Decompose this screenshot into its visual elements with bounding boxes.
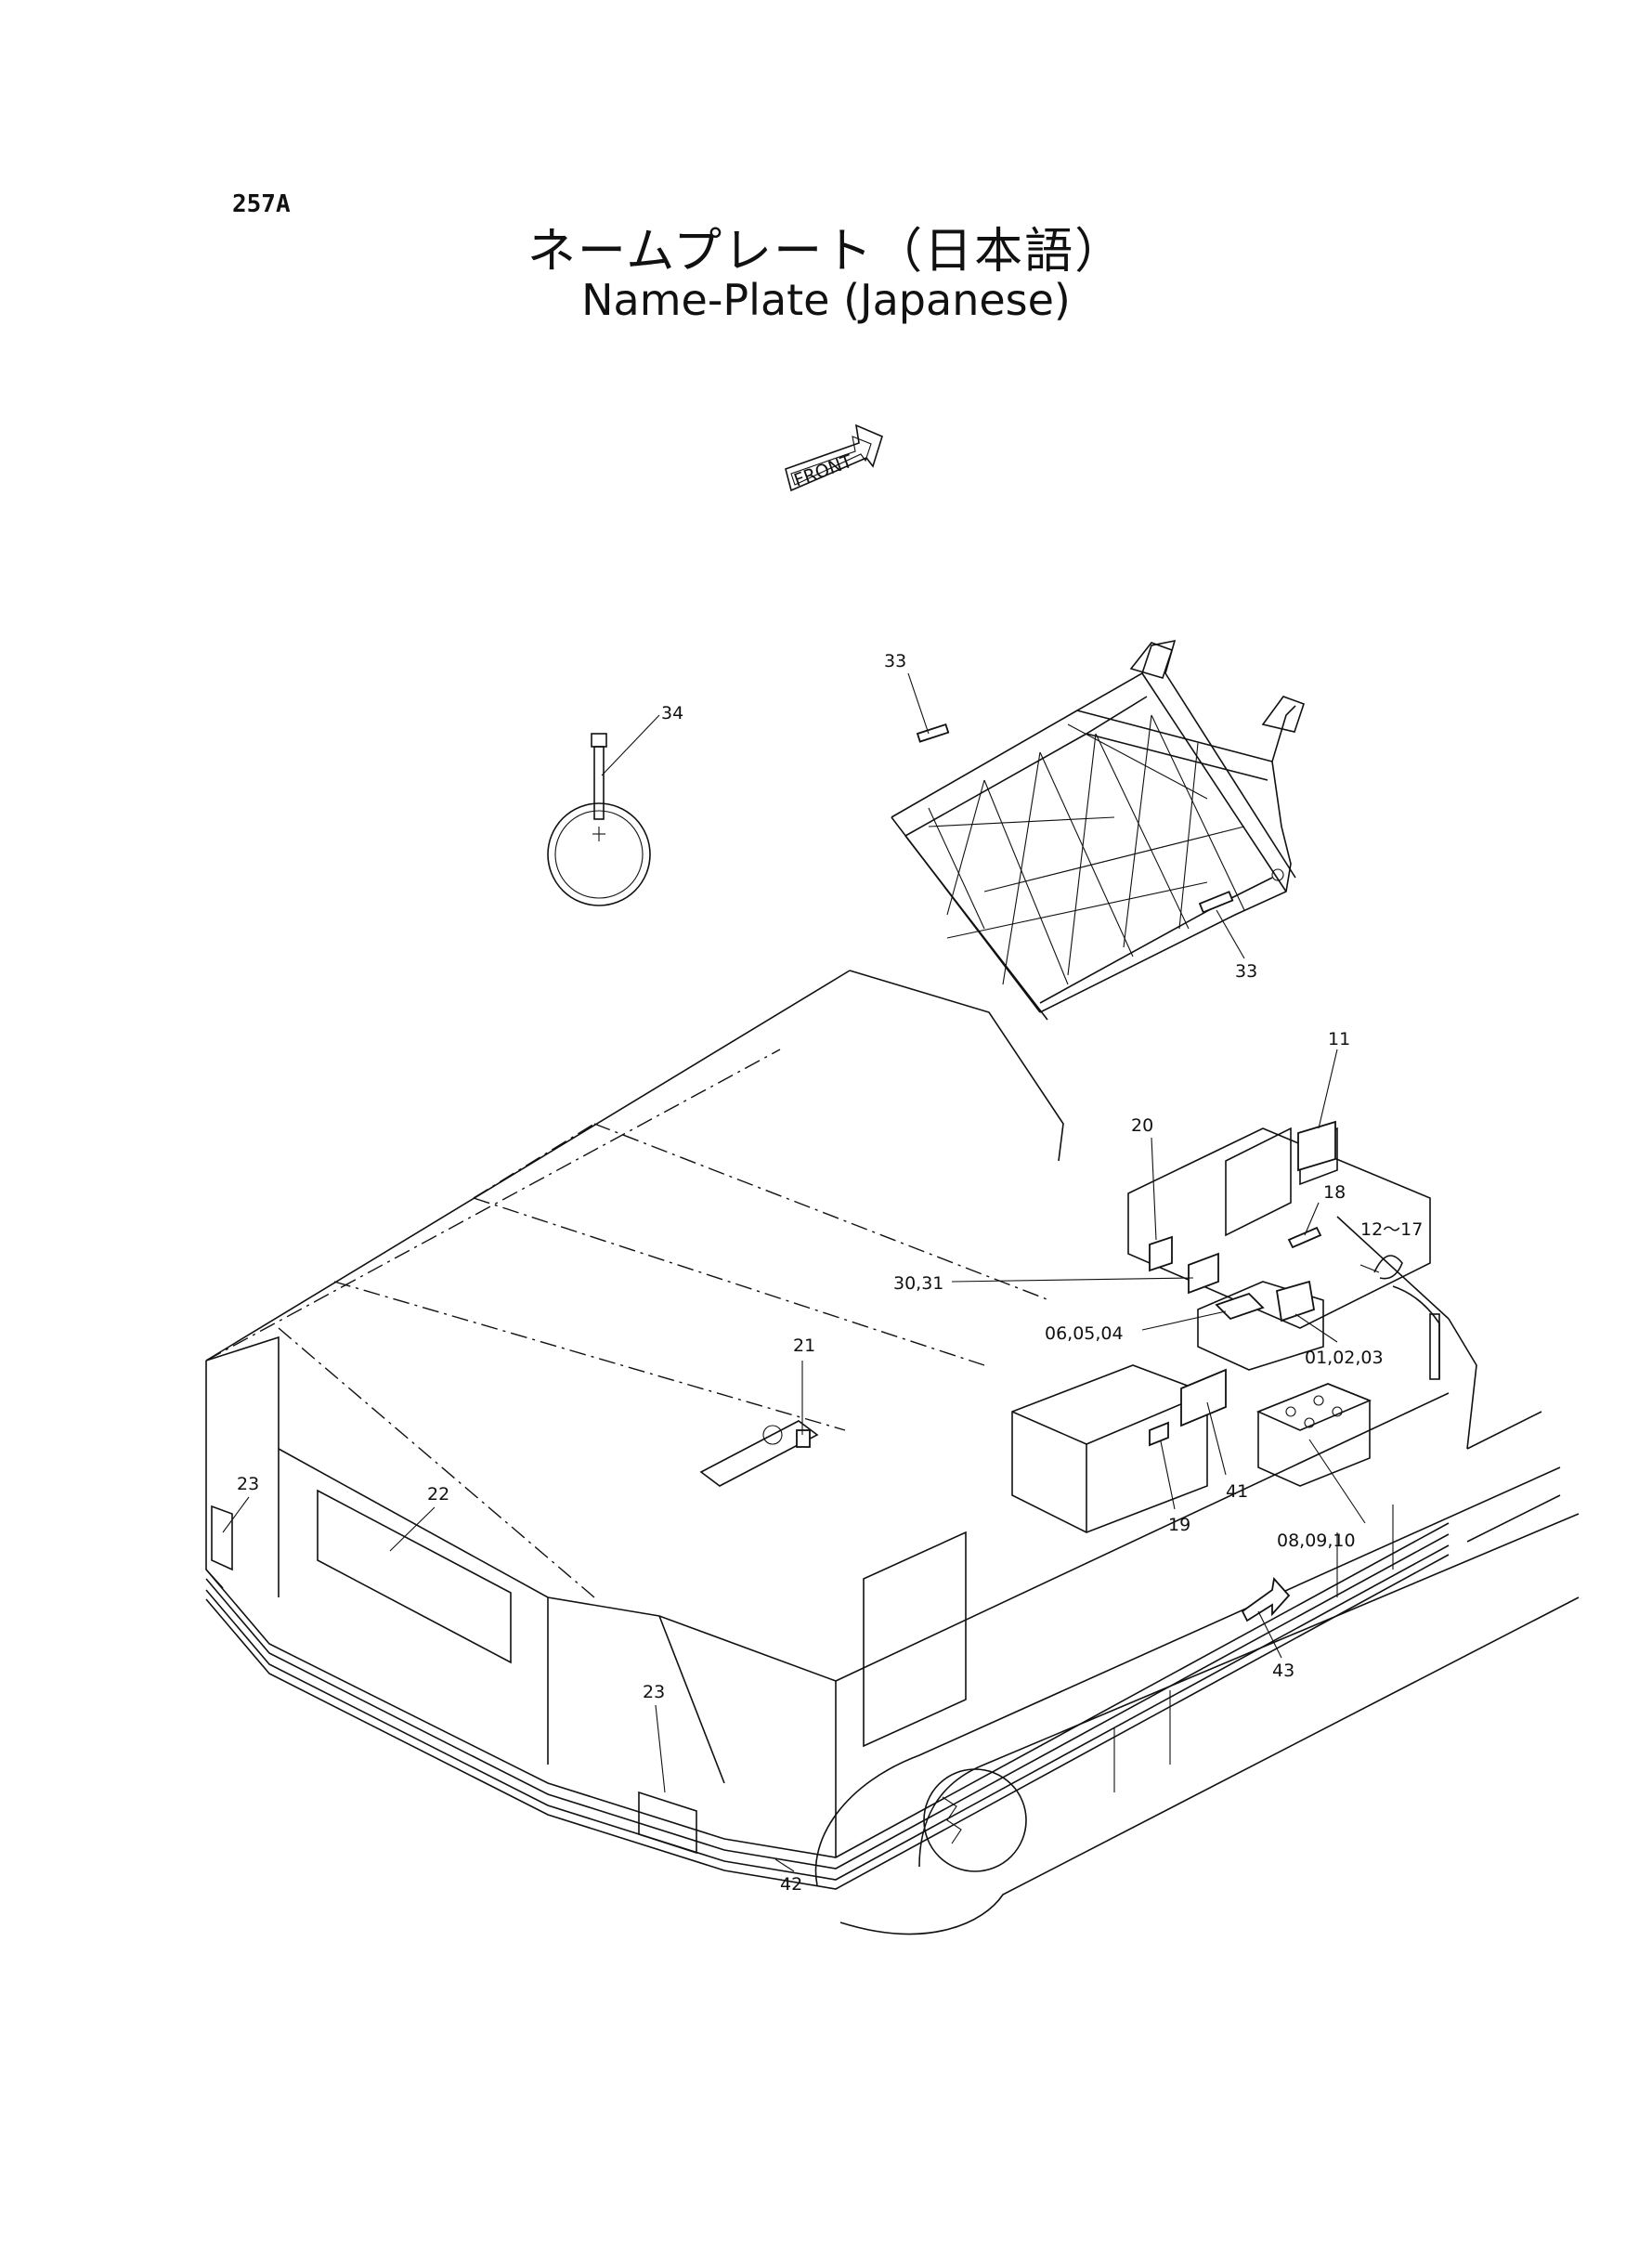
plate-30-31 (1188, 1252, 1219, 1295)
callout-labels: 33 33 34 11 20 18 12～17 30,31 06,05,04 0… (237, 651, 1423, 1895)
travel-arrow-43 (1241, 1576, 1291, 1622)
title-japanese: ネームプレート（日本語） (527, 224, 1125, 280)
plate-06-05-04 (1215, 1292, 1265, 1321)
machine-body (205, 970, 1561, 1890)
callout-33-top: 33 (884, 651, 906, 671)
callout-22: 22 (427, 1484, 449, 1505)
ring-pin-part (547, 733, 651, 906)
callout-23-left: 23 (237, 1474, 259, 1494)
plate-01-02-03 (1275, 1280, 1316, 1322)
callout-19: 19 (1168, 1515, 1190, 1535)
callout-20: 20 (1131, 1115, 1153, 1136)
crawler-track (814, 1466, 1580, 1935)
control-box (699, 1120, 1440, 1622)
boom-plate-top (916, 723, 950, 743)
title-english: Name-Plate (Japanese) (581, 275, 1071, 325)
leader-lines (222, 672, 1380, 1872)
plate-19 (1149, 1421, 1169, 1447)
callout-34: 34 (661, 703, 683, 723)
callout-12-17: 12～17 (1360, 1219, 1423, 1240)
boom-lattice-section (891, 639, 1306, 1021)
plate-11 (1297, 1120, 1336, 1172)
callout-23-front: 23 (643, 1682, 665, 1702)
callout-30-31: 30,31 (893, 1273, 943, 1294)
front-arrow-icon: FRONT (785, 423, 883, 492)
callout-41: 41 (1226, 1481, 1248, 1502)
plate-21 (796, 1429, 811, 1448)
page-number: 257A (232, 190, 291, 218)
callout-33-bottom: 33 (1235, 961, 1257, 982)
callout-43: 43 (1272, 1661, 1294, 1681)
callout-11: 11 (1328, 1029, 1350, 1049)
callout-18: 18 (1323, 1182, 1346, 1203)
callout-06-05-04: 06,05,04 (1045, 1323, 1124, 1344)
boom-plate-bottom (1198, 891, 1234, 914)
callout-42: 42 (780, 1874, 802, 1895)
plate-18 (1287, 1226, 1322, 1249)
callout-08-09-10: 08,09,10 (1277, 1531, 1356, 1551)
plate-20 (1149, 1235, 1173, 1272)
callout-21: 21 (793, 1335, 815, 1356)
plate-41 (1180, 1368, 1227, 1427)
front-label: FRONT (791, 451, 855, 491)
callout-01-02-03: 01,02,03 (1305, 1348, 1384, 1368)
